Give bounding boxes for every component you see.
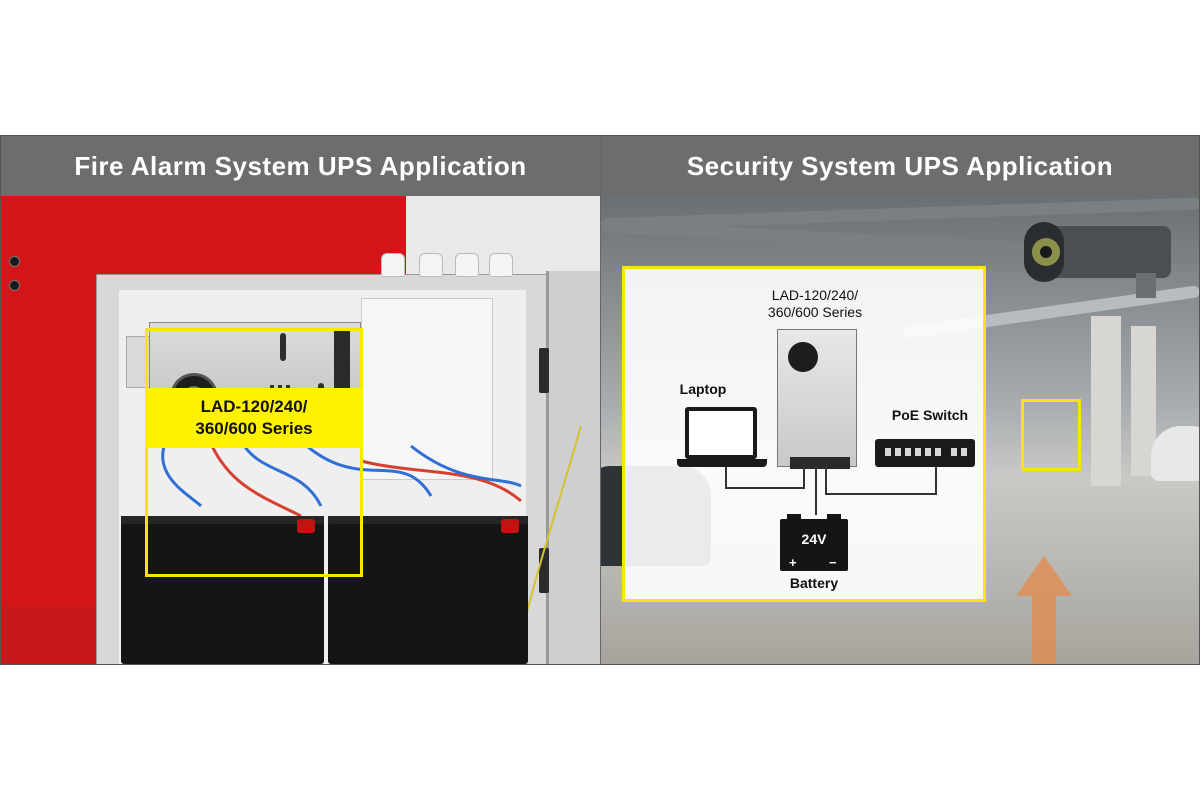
switch-port [885,448,891,456]
diagram-product-label: LAD-120/240/ 360/600 Series [755,287,875,321]
cable-gland [455,253,479,277]
door-hinge [539,548,549,593]
laptop-icon [685,407,757,459]
battery-label: Battery [789,575,839,591]
camera-view-highlight [1021,399,1081,471]
fire-alarm-title: Fire Alarm System UPS Application [1,136,600,196]
poe-switch-label: PoE Switch [891,407,969,423]
indicator-led [9,256,20,267]
battery-plus: + [789,555,797,570]
security-camera-icon [1024,222,1171,298]
battery-icon [780,519,848,571]
connection-line [935,467,937,495]
battery-block [121,524,324,664]
switch-port [925,448,931,456]
fire-alarm-panel: Fire Alarm System UPS Application [1,136,600,664]
arrow-up-icon [1016,556,1072,664]
battery-terminal [501,519,519,533]
switch-port [961,448,967,456]
control-module [361,298,493,480]
panel-divider [600,136,601,664]
power-supply-icon [777,329,857,469]
product-highlight-box [145,328,363,577]
product-label-line2: 360/600 Series [195,419,313,438]
application-figure: Fire Alarm System UPS Application [0,135,1200,665]
indicator-led [9,280,20,291]
fan-icon [788,342,818,372]
security-title: Security System UPS Application [601,136,1199,196]
switch-port [951,448,957,456]
terminal-block [790,457,850,469]
cable-gland [489,253,513,277]
connection-line [725,467,727,489]
cable-gland [419,253,443,277]
door-hinge [539,348,549,393]
diagram-product-line1: LAD-120/240/ [771,287,859,303]
poe-switch-icon [875,439,975,467]
battery-terminal [827,514,841,520]
battery-terminal [787,514,801,520]
parking-garage-photo: LAD-120/240/ 360/600 Series Laptop PoE S… [601,196,1199,664]
parked-car [1151,426,1199,481]
product-label-line1: LAD-120/240/ [200,397,308,416]
laptop-base [677,459,767,467]
switch-port [905,448,911,456]
switch-port [935,448,941,456]
connection-line [815,465,817,515]
fire-alarm-cabinet-photo [1,196,600,664]
garage-pillar [1091,316,1121,486]
security-panel: Security System UPS Application [601,136,1199,664]
connection-line [825,493,937,495]
red-fire-panel-lower [1,606,101,664]
psu-slot [280,333,286,361]
connection-line [725,487,805,489]
product-label-tag: LAD-120/240/ 360/600 Series [145,388,363,448]
connection-line [803,465,805,489]
battery-terminal [297,519,315,533]
switch-port [915,448,921,456]
connection-line [825,465,827,495]
cabinet-door [546,271,600,664]
battery-minus: − [829,555,837,570]
switch-port [895,448,901,456]
diagram-product-line2: 360/600 Series [767,304,863,320]
ups-connection-diagram: LAD-120/240/ 360/600 Series Laptop PoE S… [622,266,986,602]
wiring [161,425,582,617]
battery-voltage: 24V [801,531,827,547]
laptop-label: Laptop [679,381,727,397]
cable-gland [381,253,405,277]
